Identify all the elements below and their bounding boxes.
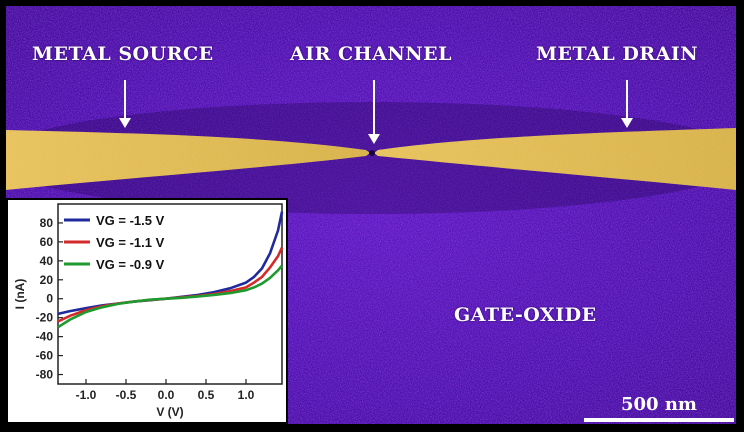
- scale-bar: 500 nm: [584, 394, 734, 424]
- y-tick-label: -40: [36, 330, 54, 344]
- x-axis-label: V (V): [156, 405, 183, 419]
- iv-chart: -1.0 -0.5 0.0 0.5 1.0 -80 -60 -40 -20 0 20 40 60 80 V …: [13, 203, 284, 419]
- y-tick-label: -80: [36, 368, 54, 382]
- channel-arrow-icon: [368, 80, 380, 144]
- y-tick-label: 80: [40, 216, 54, 230]
- air-gap: [369, 150, 375, 156]
- x-tick-label: -1.0: [76, 388, 97, 402]
- series-line-3: [57, 264, 283, 329]
- x-tick-label: 1.0: [238, 388, 255, 402]
- air-channel-label: AIR CHANNEL: [290, 43, 452, 65]
- sem-image: [6, 6, 736, 424]
- legend-label-3: VG = -0.9 V: [96, 257, 165, 272]
- metal-source-label: METAL SOURCE: [32, 43, 214, 65]
- sem-micrograph: METAL SOURCE AIR CHANNEL METAL DRAIN GAT…: [6, 6, 736, 424]
- drain-arrow-icon: [621, 80, 633, 128]
- legend-label-1: VG = -1.5 V: [96, 213, 165, 228]
- metal-drain-label: METAL DRAIN: [536, 43, 699, 65]
- y-tick-label: 40: [40, 254, 54, 268]
- y-tick-label: 60: [40, 235, 54, 249]
- scale-bar-label: 500 nm: [621, 394, 697, 415]
- x-tick-label: 0.5: [198, 388, 215, 402]
- gate-oxide-label: GATE-OXIDE: [454, 304, 597, 326]
- source-arrow-icon: [119, 80, 131, 128]
- legend-label-2: VG = -1.1 V: [96, 235, 165, 250]
- y-axis-label: I (nA): [13, 279, 27, 310]
- y-tick-label: -60: [36, 349, 54, 363]
- y-tick-label: -20: [36, 311, 54, 325]
- x-tick-label: 0.0: [158, 388, 175, 402]
- plot-frame: [57, 203, 283, 385]
- y-tick-label: 20: [40, 273, 54, 287]
- x-tick-label: -0.5: [116, 388, 137, 402]
- iv-chart-inset: -1.0 -0.5 0.0 0.5 1.0 -80 -60 -40 -20 0 20 40 60 80 V …: [6, 198, 288, 424]
- scale-bar-line: [584, 418, 734, 422]
- y-tick-label: 0: [46, 292, 53, 306]
